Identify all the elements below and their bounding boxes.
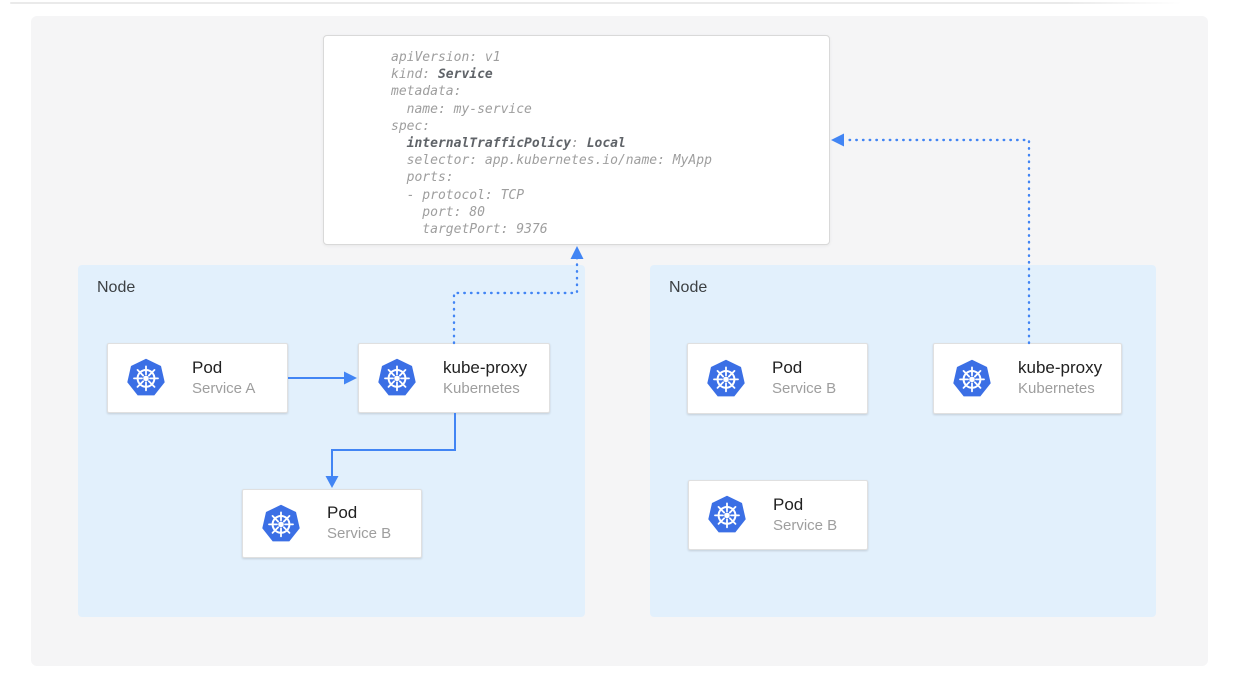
- node-box-left: Node: [78, 265, 585, 617]
- kubernetes-icon: [376, 358, 418, 398]
- kubernetes-icon: [705, 359, 747, 399]
- card-title: Pod: [772, 358, 803, 378]
- card-subtitle: Service B: [772, 380, 837, 398]
- pod-card-service-a: Pod Service A: [107, 343, 288, 413]
- card-title: Pod: [192, 357, 223, 377]
- yaml-code-line: metadata:: [391, 84, 462, 100]
- yaml-code-line: selector: app.kubernetes.io/name: MyApp: [391, 153, 712, 169]
- card-subtitle: Kubernetes: [1018, 380, 1095, 398]
- kubernetes-icon: [260, 504, 302, 544]
- yaml-code-line: targetPort: 9376: [391, 222, 548, 238]
- node-label: Node: [669, 279, 708, 296]
- kubernetes-icon: [706, 495, 748, 535]
- yaml-code-line: - protocol: TCP: [391, 187, 525, 203]
- yaml-code-line: port: 80: [391, 204, 485, 220]
- yaml-code-line: spec:: [391, 118, 431, 134]
- yaml-code-line: kind: Service: [391, 67, 493, 83]
- yaml-code-line: ports:: [391, 170, 454, 186]
- card-title: kube-proxy: [1018, 358, 1103, 378]
- card-subtitle: Service B: [327, 525, 392, 543]
- kubernetes-icon: [951, 359, 993, 399]
- kube-proxy-card-right: kube-proxy Kubernetes: [933, 343, 1122, 414]
- node-label: Node: [97, 279, 136, 296]
- card-title: kube-proxy: [443, 357, 528, 377]
- pod-card-service-b-right-lower: Pod Service B: [688, 480, 868, 550]
- card-subtitle: Service A: [192, 379, 256, 397]
- yaml-code-line-internal-traffic-policy: internalTrafficPolicy: Local: [406, 136, 626, 152]
- card-subtitle: Kubernetes: [443, 379, 520, 397]
- card-title: Pod: [773, 494, 804, 514]
- kube-proxy-card-left: kube-proxy Kubernetes: [358, 343, 550, 413]
- top-divider: [10, 2, 1182, 4]
- card-subtitle: Service B: [773, 516, 838, 534]
- kubernetes-icon: [125, 358, 167, 398]
- card-title: Pod: [327, 503, 358, 523]
- yaml-code-line: name: my-service: [391, 101, 532, 117]
- service-yaml-card: apiVersion: v1 kind: Service metadata: n…: [323, 35, 830, 245]
- node-box-right: Node: [650, 265, 1156, 617]
- pod-card-service-b-right-upper: Pod Service B: [687, 343, 868, 414]
- diagram-canvas: Node Node apiVersi: [31, 16, 1208, 666]
- yaml-code-line: apiVersion: v1: [391, 50, 501, 65]
- pod-card-service-b-left: Pod Service B: [242, 489, 422, 558]
